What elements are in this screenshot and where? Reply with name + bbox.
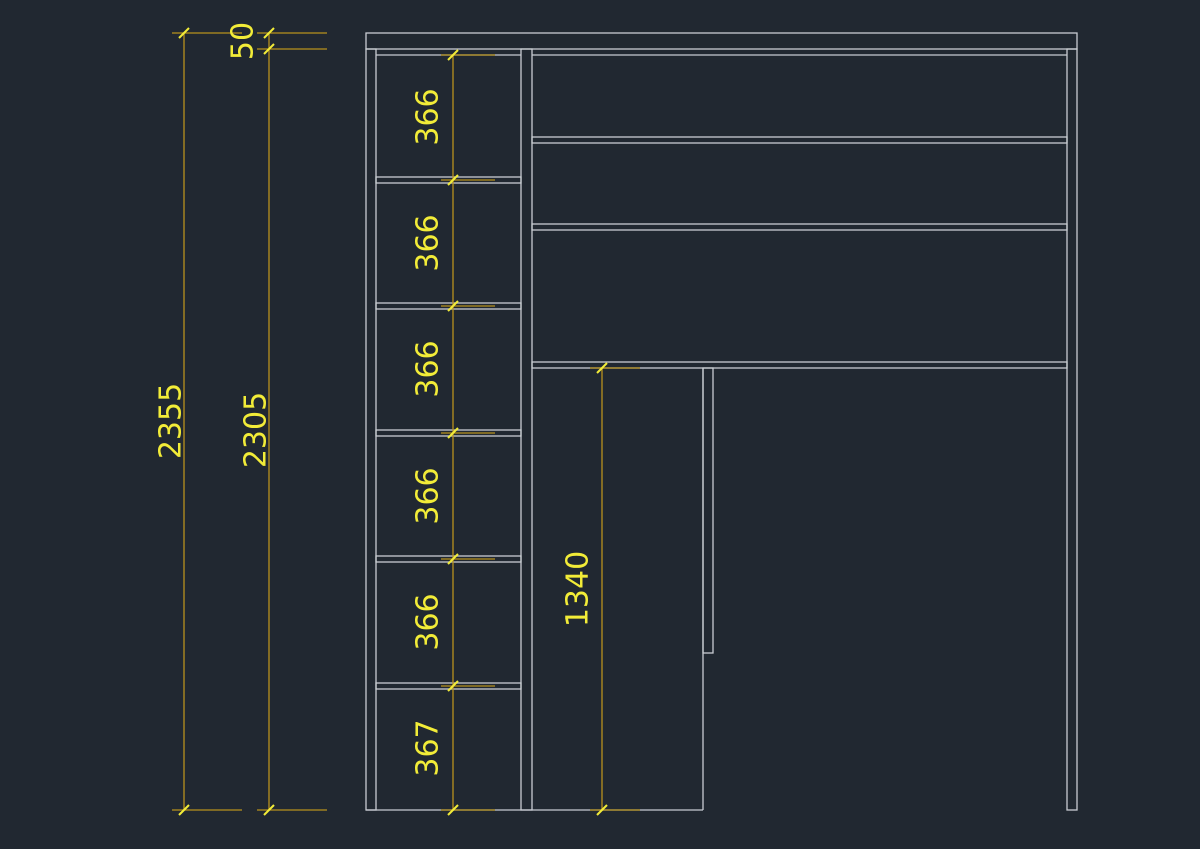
left-shelf-1[interactable] [375, 176, 522, 184]
dimension-labels: 2355 2305 50 366 366 366 366 366 367 134… [154, 22, 596, 777]
dim-label-lower-opening[interactable]: 1340 [561, 551, 596, 627]
left-shelf-5[interactable] [375, 682, 522, 690]
tick-mark [447, 174, 459, 186]
dim-label-shelf-5[interactable]: 366 [411, 593, 446, 650]
right-shelf-2[interactable] [531, 223, 1068, 231]
tick-mark [447, 49, 459, 61]
left-side-panel[interactable] [365, 48, 377, 811]
tick-mark [263, 27, 275, 39]
tick-mark [263, 43, 275, 55]
dim-label-shelf-1[interactable]: 366 [411, 88, 446, 145]
dim-label-shelf-4[interactable]: 366 [411, 467, 446, 524]
dim-label-overall-height[interactable]: 2355 [154, 383, 189, 459]
tick-mark [596, 362, 608, 374]
top-panel[interactable] [365, 32, 1078, 50]
tick-mark [596, 804, 608, 816]
dim-label-top-panel[interactable]: 50 [226, 22, 261, 60]
tick-mark [447, 680, 459, 692]
tick-mark [263, 804, 275, 816]
tick-mark [447, 300, 459, 312]
dim-label-inner-height[interactable]: 2305 [239, 392, 274, 468]
cabinet-geometry [365, 32, 1078, 811]
left-shelf-3[interactable] [375, 429, 522, 437]
tick-mark [447, 804, 459, 816]
left-shelf-2[interactable] [375, 302, 522, 310]
right-shelf-3[interactable] [531, 361, 1068, 369]
tick-mark [178, 804, 190, 816]
tick-mark [447, 427, 459, 439]
right-shelf-1[interactable] [531, 136, 1068, 144]
center-divider-panel[interactable] [520, 48, 533, 811]
dim-label-shelf-6[interactable]: 367 [411, 719, 446, 776]
right-side-panel[interactable] [1066, 48, 1078, 811]
left-shelf-4[interactable] [375, 555, 522, 563]
dim-label-shelf-3[interactable]: 366 [411, 340, 446, 397]
dimension-ticks [178, 27, 608, 816]
dim-label-shelf-2[interactable]: 366 [411, 214, 446, 271]
lower-partition-panel[interactable] [702, 367, 714, 654]
tick-mark [447, 553, 459, 565]
tick-mark [178, 27, 190, 39]
